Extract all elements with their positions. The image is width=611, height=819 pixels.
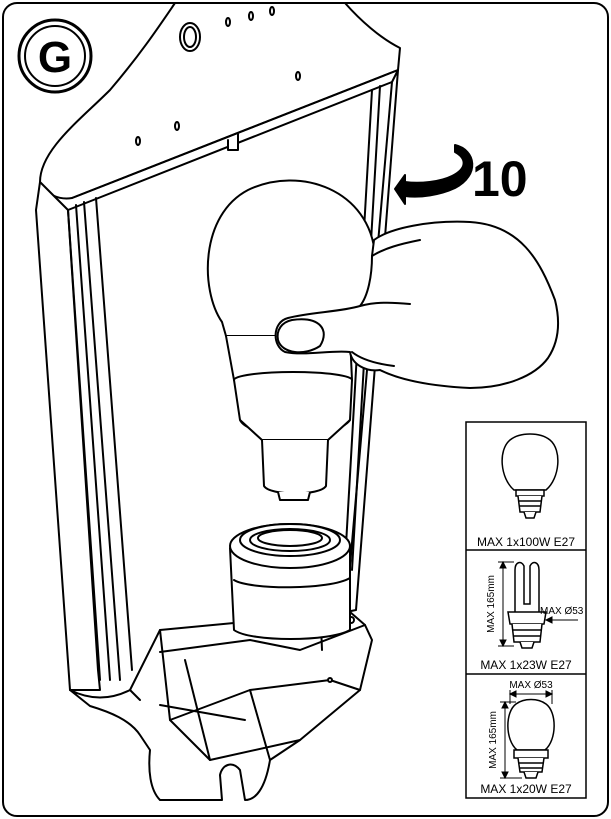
globe-cfl-bulb-icon [507, 698, 555, 779]
height-dimension-arrow-1 [498, 560, 514, 648]
lamp-socket [229, 523, 351, 640]
spec-label-1: MAX 1x100W E27 [477, 535, 575, 549]
step-badge [17, 18, 93, 94]
spec-height-note-2: MAX 165mm [486, 575, 497, 633]
height-dimension-arrow-2 [500, 700, 522, 780]
lantern-housing [35, 2, 401, 801]
rotation-arrow-icon [394, 144, 474, 205]
spec-label-3: MAX 1x20W E27 [480, 782, 572, 796]
step-letter: G [38, 33, 72, 82]
bulb-being-installed [206, 179, 377, 501]
spec-height-note-3: MAX 165mm [488, 711, 499, 769]
cfl-bulb-icon [507, 561, 547, 649]
spec-diameter-note-2: MAX Ø53 [540, 606, 584, 617]
rotation-count: 10 [472, 151, 528, 207]
diameter-arrow-1 [544, 616, 578, 624]
spec-diameter-note-3: MAX Ø53 [509, 680, 553, 691]
spec-label-2: MAX 1x23W E27 [480, 658, 572, 672]
hand-icon [274, 220, 560, 389]
incandescent-bulb-icon [501, 433, 559, 519]
lantern-top-cap [39, 2, 401, 200]
bulb-spec-panel: MAX 1x100W E27 MAX 165mm MAX Ø53 MAX 1x2… [465, 421, 587, 799]
diameter-arrow-2 [508, 690, 554, 704]
